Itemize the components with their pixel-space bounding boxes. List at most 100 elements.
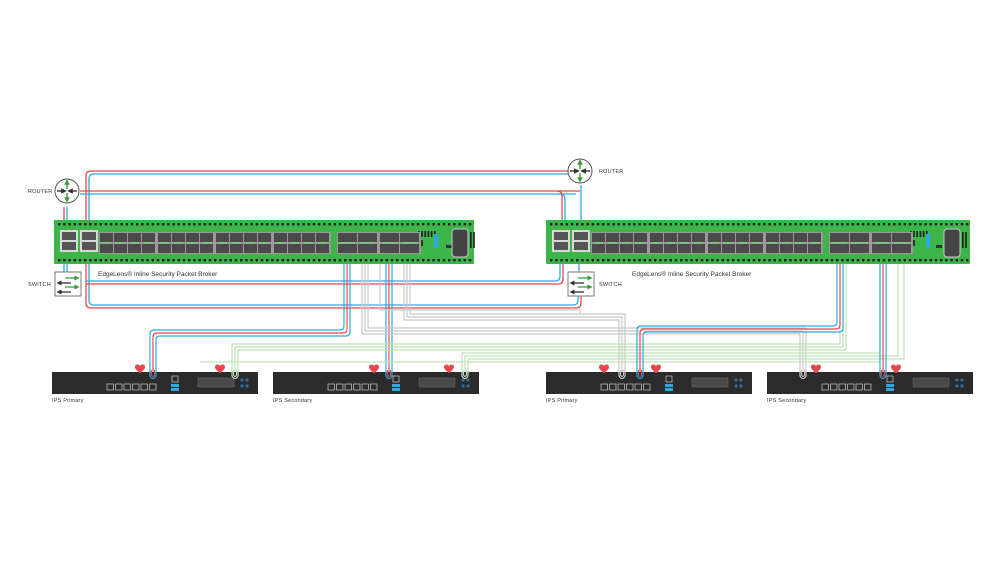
- usb-port: [665, 384, 673, 387]
- sfp-port: [736, 233, 749, 242]
- vent-hole: [721, 259, 724, 262]
- vent-hole: [607, 223, 610, 226]
- ethernet-port: [617, 383, 625, 391]
- heartbeat-icon: [891, 364, 901, 374]
- vent-hole: [84, 259, 87, 262]
- vent-hole: [333, 223, 336, 226]
- sfp-port: [230, 244, 243, 253]
- sfp-port: [128, 233, 141, 242]
- vent-hole: [872, 223, 875, 226]
- sfp-led: [724, 242, 733, 244]
- management-ports: [552, 230, 590, 252]
- vent-hole: [364, 223, 368, 226]
- ips-appliance-2[interactable]: [273, 364, 479, 394]
- sfp-port: [400, 233, 419, 242]
- sfp-led: [680, 242, 689, 244]
- sfp-group: [379, 232, 421, 254]
- vent-hole: [550, 259, 553, 262]
- router-left[interactable]: [54, 178, 80, 204]
- ethernet-port: [847, 383, 855, 391]
- vent-hole: [596, 223, 600, 226]
- vent-hole: [763, 223, 766, 226]
- ips-appliance-4[interactable]: [767, 364, 973, 394]
- sfp-port: [158, 233, 171, 242]
- vent-hole: [836, 259, 839, 262]
- sfp-port: [216, 233, 229, 242]
- vent-hole: [856, 223, 860, 226]
- cable-broker-right-to-ips-3: [636, 256, 844, 376]
- vent-hole: [893, 223, 896, 226]
- vent-hole: [307, 259, 310, 262]
- vent-hole: [468, 223, 472, 226]
- ips-appliance-1[interactable]: [52, 364, 258, 394]
- switch-left[interactable]: [54, 271, 82, 297]
- sfp-port: [302, 233, 315, 242]
- vent-hole: [789, 223, 792, 226]
- vent-hole: [411, 259, 414, 262]
- usb-port: [392, 388, 400, 391]
- vent-hole: [768, 259, 771, 262]
- button-dot: [461, 378, 465, 382]
- sfp-group: [707, 232, 765, 254]
- packet-broker-right[interactable]: [546, 220, 970, 264]
- sfp-port: [830, 244, 849, 253]
- vent-hole: [758, 259, 761, 262]
- vent-hole: [851, 223, 854, 226]
- vent-hole: [448, 223, 451, 226]
- vent-slot: [421, 231, 423, 237]
- ips-appliance-3[interactable]: [546, 364, 752, 394]
- vent-hole: [354, 223, 357, 226]
- broker-left-label: EdgeLens® Inline Security Packet Broker: [98, 270, 218, 278]
- vent-hole: [555, 223, 558, 226]
- vent-hole: [302, 223, 305, 226]
- vent-hole: [390, 259, 394, 262]
- vent-hole: [84, 223, 87, 226]
- vent-hole: [463, 223, 466, 226]
- packet-broker-left[interactable]: [54, 220, 475, 264]
- vent-hole: [841, 223, 844, 226]
- vent-hole: [617, 259, 620, 262]
- vent-hole: [628, 259, 631, 262]
- vent-hole: [815, 223, 818, 226]
- vent-hole: [229, 223, 232, 226]
- vent-hole: [188, 259, 191, 262]
- vent-hole: [966, 259, 969, 262]
- vent-hole: [312, 259, 316, 262]
- vent-hole: [136, 259, 139, 262]
- sfp-port: [692, 233, 705, 242]
- vent-hole: [622, 223, 626, 226]
- vent-hole: [555, 259, 558, 262]
- router-right[interactable]: [567, 158, 593, 184]
- sfp-port: [142, 244, 155, 253]
- vent-hole: [323, 223, 326, 226]
- sfp-port: [186, 244, 199, 253]
- vent-hole: [422, 259, 425, 262]
- vent-hole: [427, 259, 430, 262]
- sfp-port: [592, 244, 605, 253]
- vent-hole: [643, 223, 646, 226]
- sfp-port: [338, 244, 357, 253]
- vent-hole: [146, 223, 149, 226]
- vent-hole: [68, 223, 71, 226]
- sfp-port: [780, 244, 793, 253]
- vent-hole: [250, 259, 253, 262]
- sfp-port: [808, 233, 821, 242]
- vent-hole: [950, 223, 953, 226]
- console-port: [392, 375, 400, 383]
- switch-right[interactable]: [567, 271, 595, 297]
- sfp-port: [200, 244, 213, 253]
- vent-hole: [726, 259, 730, 262]
- vent-hole: [711, 259, 714, 262]
- sfp-port: [358, 233, 377, 242]
- button-dot: [466, 378, 470, 382]
- vent-hole: [375, 259, 378, 262]
- vent-hole: [934, 259, 938, 262]
- ethernet-port: [132, 383, 140, 391]
- vent-hole: [281, 223, 284, 226]
- vent-hole: [104, 259, 108, 262]
- vent-hole: [747, 259, 750, 262]
- vent-hole: [208, 223, 212, 226]
- ethernet-port: [353, 383, 361, 391]
- cable-loop: [801, 370, 805, 377]
- ethernet-port: [864, 383, 872, 391]
